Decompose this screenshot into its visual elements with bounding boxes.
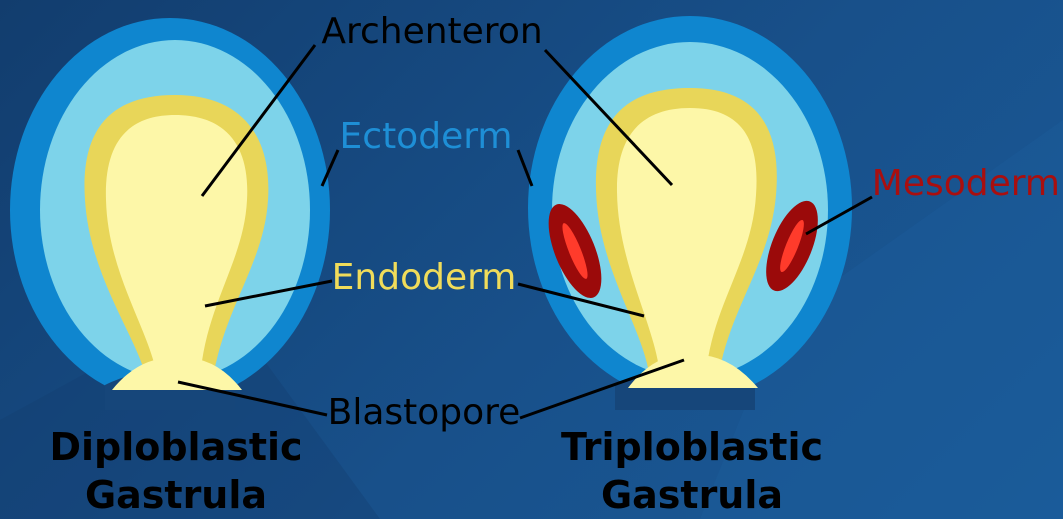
diploblastic-title-line1: Diploblastic xyxy=(49,425,302,469)
diploblastic-gastrula xyxy=(10,18,330,410)
diploblastic-title-line2: Gastrula xyxy=(85,473,267,517)
archenteron-label: Archenteron xyxy=(321,11,542,52)
mesoderm-label: Mesoderm xyxy=(872,163,1060,204)
ectoderm-label: Ectoderm xyxy=(340,116,513,157)
endoderm-label: Endoderm xyxy=(332,257,517,298)
blastopore-label: Blastopore xyxy=(328,392,521,433)
ectoderm-leader-right xyxy=(518,150,532,186)
triploblastic-title-line2: Gastrula xyxy=(601,473,783,517)
triploblastic-title-line1: Triploblastic xyxy=(561,425,823,469)
